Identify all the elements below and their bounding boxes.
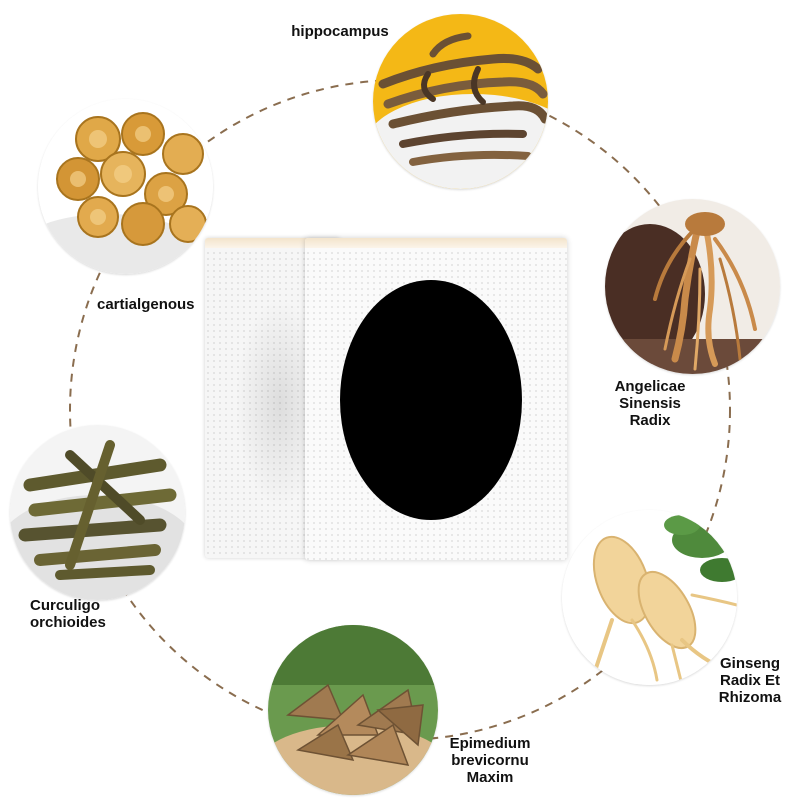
sliced-root-icon xyxy=(38,99,213,274)
black-herbal-pad xyxy=(340,280,522,520)
label-epimedium: Epimedium brevicornu Maxim xyxy=(449,735,531,786)
label-cartialgenous: cartialgenous xyxy=(97,296,195,313)
epimedium-leaf-icon xyxy=(268,625,438,795)
patch-front xyxy=(305,238,567,560)
label-curculigo: Curculigo orchioides xyxy=(30,597,106,631)
seahorse-icon xyxy=(373,14,548,189)
curculigo-root-icon xyxy=(10,425,185,600)
label-angelicae: Angelicae Sinensis Radix xyxy=(614,378,686,429)
label-ginseng: Ginseng Radix Et Rhizoma xyxy=(718,655,782,706)
angelica-root-icon xyxy=(605,199,780,374)
label-hippocampus: hippocampus xyxy=(291,23,389,40)
ginseng-root-icon xyxy=(562,510,737,685)
